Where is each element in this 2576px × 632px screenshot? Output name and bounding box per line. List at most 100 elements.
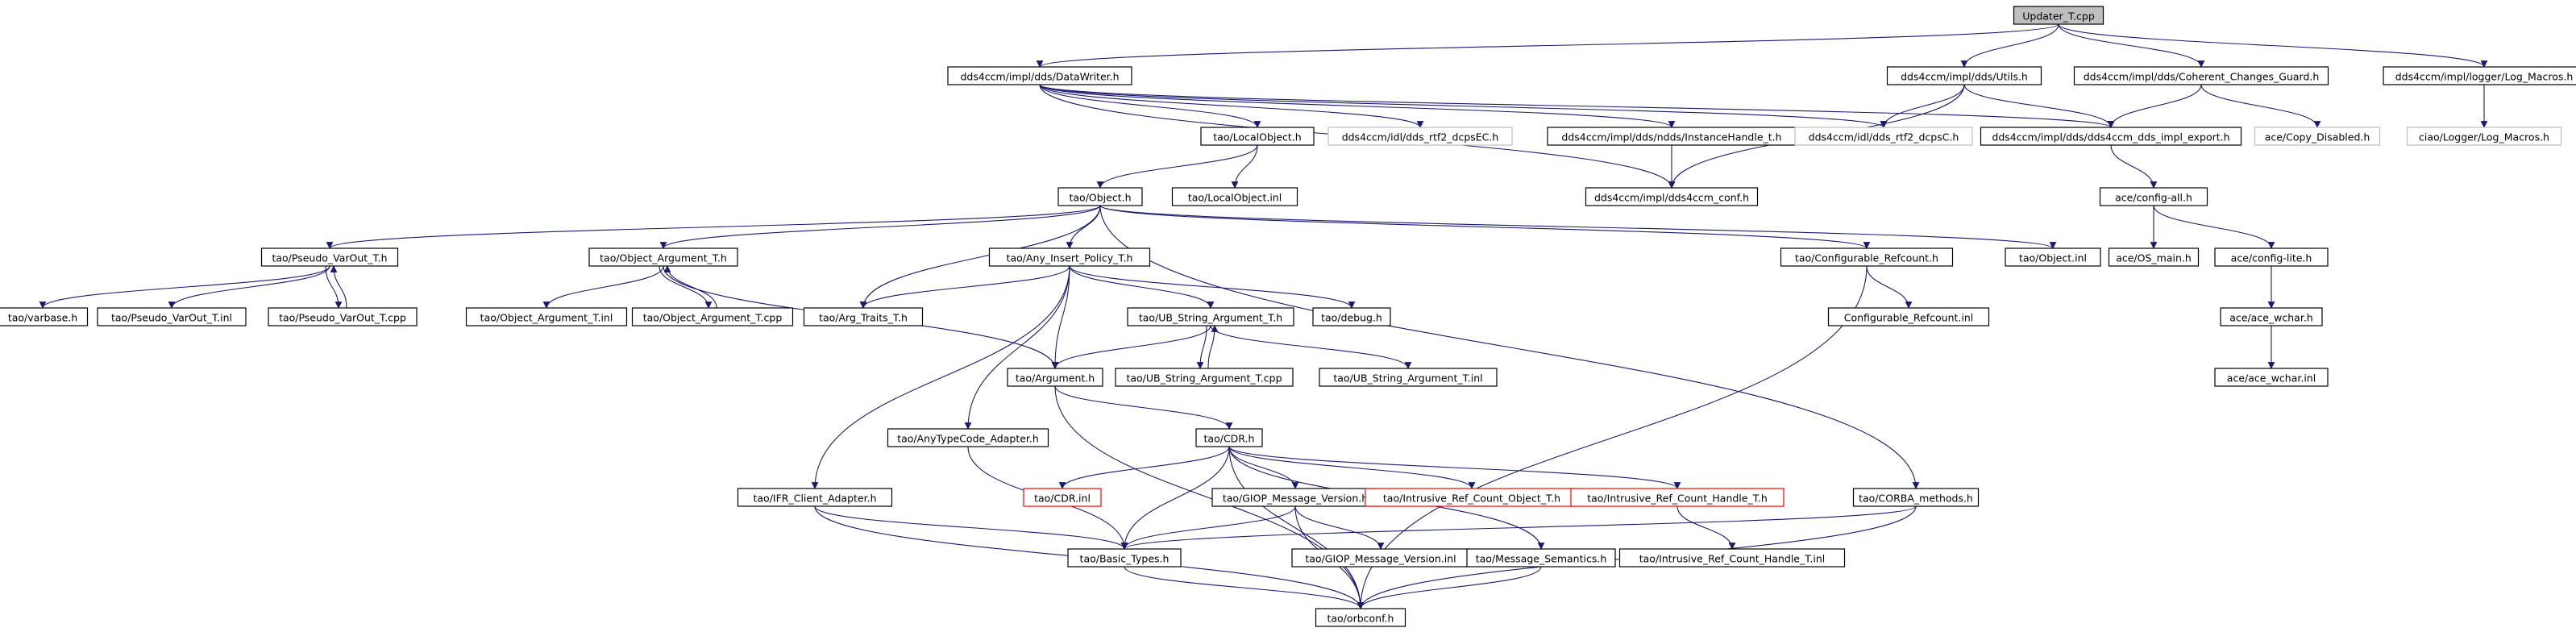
node-label: tao/debug.h — [1321, 312, 1382, 324]
graph-edge — [1039, 84, 1676, 128]
graph-node[interactable]: tao/Pseudo_VarOut_T.h — [260, 247, 399, 267]
graph-node[interactable]: tao/Basic_Types.h — [1067, 548, 1182, 568]
node-box — [1327, 127, 1513, 146]
graph-node[interactable]: dds4ccm/impl/dds/Coherent_Changes_Guard.… — [2073, 66, 2329, 85]
graph-node[interactable]: tao/LocalObject.inl — [1171, 187, 1298, 206]
graph-node[interactable]: tao/Intrusive_Ref_Count_Handle_T.h — [1570, 488, 1785, 507]
node-box — [1827, 307, 1990, 326]
node-label: ace/config-all.h — [2115, 192, 2192, 204]
graph-node[interactable]: tao/Object_Argument_T.inl — [465, 307, 628, 326]
node-box — [0, 307, 89, 326]
node-box — [1780, 247, 1954, 267]
graph-edge — [659, 265, 713, 309]
graph-node[interactable]: tao/IFR_Client_Adapter.h — [737, 488, 893, 507]
graph-node[interactable]: tao/Object_Argument_T.h — [588, 247, 738, 267]
graph-node[interactable]: tao/Message_Semantics.h — [1466, 548, 1616, 568]
graph-node[interactable]: tao/CDR.h — [1195, 428, 1263, 447]
graph-node[interactable]: tao/varbase.h — [0, 307, 89, 326]
graph-node[interactable]: ace/OS_main.h — [2108, 247, 2200, 267]
node-label: Configurable_Refcount.inl — [1844, 312, 1974, 324]
graph-node[interactable]: tao/orbconf.h — [1315, 608, 1406, 627]
node-label: tao/Pseudo_VarOut_T.h — [272, 252, 387, 264]
graph-node[interactable]: tao/Pseudo_VarOut_T.cpp — [268, 307, 418, 326]
graph-node[interactable]: tao/UB_String_Argument_T.h — [1127, 307, 1294, 326]
graph-edge — [542, 265, 664, 309]
graph-node[interactable]: tao/debug.h — [1312, 307, 1391, 326]
node-box — [2254, 127, 2381, 146]
graph-node[interactable]: ace/config-lite.h — [2214, 247, 2329, 267]
node-box — [1023, 488, 1102, 507]
graph-node[interactable]: tao/Any_Insert_Policy_T.h — [988, 247, 1151, 267]
node-label: tao/UB_String_Argument_T.cpp — [1126, 372, 1282, 385]
graph-node[interactable]: tao/Object.h — [1057, 187, 1143, 206]
graph-edge — [1228, 446, 1365, 609]
graph-edge — [2110, 144, 2158, 189]
graph-node[interactable]: dds4ccm/impl/logger/Log_Macros.h — [2383, 66, 2576, 85]
graph-node[interactable]: tao/Argument.h — [1007, 368, 1103, 387]
graph-edge — [2153, 205, 2275, 249]
node-box — [1315, 608, 1406, 627]
graph-node[interactable]: tao/Pseudo_VarOut_T.inl — [97, 307, 247, 326]
graph-edge — [326, 205, 1101, 249]
graph-node[interactable]: tao/Intrusive_Ref_Count_Handle_T.inl — [1618, 548, 1846, 568]
graph-node: ace/Copy_Disabled.h — [2254, 127, 2381, 146]
graph-edge — [1960, 23, 2059, 68]
graph-node[interactable]: dds4ccm/impl/dds/DataWriter.h — [947, 66, 1132, 85]
graph-edge — [1039, 84, 1888, 128]
graph-node[interactable]: Updater_T.cpp — [2013, 6, 2104, 25]
node-label: tao/Object_Argument_T.cpp — [643, 312, 783, 324]
node-label: dds4ccm/idl/dds_rtf2_dcpsEC.h — [1342, 131, 1499, 143]
graph-edge — [1099, 205, 1871, 249]
node-label: tao/Object.h — [1069, 192, 1131, 204]
graph-node[interactable]: tao/GIOP_Message_Version.h — [1211, 488, 1379, 507]
graph-node[interactable]: ace/ace_wchar.inl — [2214, 368, 2329, 387]
node-label: tao/varbase.h — [8, 312, 77, 324]
graph-node[interactable]: tao/Object.inl — [2005, 247, 2101, 267]
graph-edge — [2107, 84, 2202, 128]
graph-node[interactable]: tao/UB_String_Argument_T.cpp — [1115, 368, 1294, 387]
node-label: tao/Basic_Types.h — [1080, 553, 1170, 565]
node-label: dds4ccm/impl/dds/DataWriter.h — [960, 71, 1119, 83]
graph-node[interactable]: tao/AnyTypeCode_Adapter.h — [887, 428, 1049, 447]
graph-node[interactable]: Configurable_Refcount.inl — [1827, 307, 1990, 326]
node-box — [260, 247, 399, 267]
graph-edge — [2058, 23, 2205, 68]
node-box — [1312, 307, 1391, 326]
graph-node[interactable]: tao/Arg_Traits_T.h — [803, 307, 924, 326]
node-box — [2383, 66, 2576, 85]
graph-edge — [168, 265, 330, 309]
graph-node[interactable]: tao/UB_String_Argument_T.inl — [1319, 368, 1498, 387]
graph-node[interactable]: tao/CORBA_methods.h — [1852, 488, 1980, 507]
node-label: tao/UB_String_Argument_T.h — [1139, 312, 1282, 324]
graph-node[interactable]: ace/ace_wchar.h — [2220, 307, 2323, 326]
node-box — [2099, 187, 2208, 206]
node-label: tao/LocalObject.h — [1213, 131, 1301, 143]
node-label: dds4ccm/impl/dds/Utils.h — [1901, 71, 2028, 83]
node-label: tao/Intrusive_Ref_Count_Handle_T.inl — [1639, 553, 1825, 565]
graph-node[interactable]: dds4ccm/impl/dds/dds4ccm_dds_impl_export… — [1980, 127, 2242, 146]
graph-node[interactable]: tao/GIOP_Message_Version.inl — [1291, 548, 1470, 568]
graph-node[interactable]: tao/Object_Argument_T.cpp — [631, 307, 794, 326]
graph-edge — [814, 505, 1128, 550]
graph-node[interactable]: tao/LocalObject.h — [1200, 127, 1315, 146]
graph-node[interactable]: tao/CDR.inl — [1023, 488, 1102, 507]
graph-node[interactable]: tao/Configurable_Refcount.h — [1780, 247, 1954, 267]
node-label: tao/Object_Argument_T.h — [600, 252, 727, 264]
node-label: tao/CDR.inl — [1034, 493, 1091, 505]
node-label: tao/Pseudo_VarOut_T.inl — [111, 312, 232, 324]
node-box — [2406, 127, 2562, 146]
graph-node[interactable]: dds4ccm/impl/dds/Utils.h — [1886, 66, 2042, 85]
graph-node[interactable]: ace/config-all.h — [2099, 187, 2208, 206]
node-box — [2013, 6, 2104, 25]
graph-node[interactable]: dds4ccm/impl/dds4ccm_conf.h — [1585, 187, 1759, 206]
node-label: tao/Object.inl — [2019, 252, 2087, 264]
node-box — [1115, 368, 1294, 387]
node-label: tao/Pseudo_VarOut_T.cpp — [279, 312, 406, 324]
graph-node[interactable]: dds4ccm/impl/dds/ndds/InstanceHandle_t.h — [1547, 127, 1797, 146]
node-box — [803, 307, 924, 326]
node-label: tao/GIOP_Message_Version.inl — [1305, 553, 1456, 565]
graph-edge — [1120, 505, 1296, 550]
graph-edge — [1207, 325, 1219, 369]
graph-node[interactable]: tao/Intrusive_Ref_Count_Object_T.h — [1365, 488, 1579, 507]
node-label: tao/LocalObject.inl — [1188, 192, 1282, 204]
